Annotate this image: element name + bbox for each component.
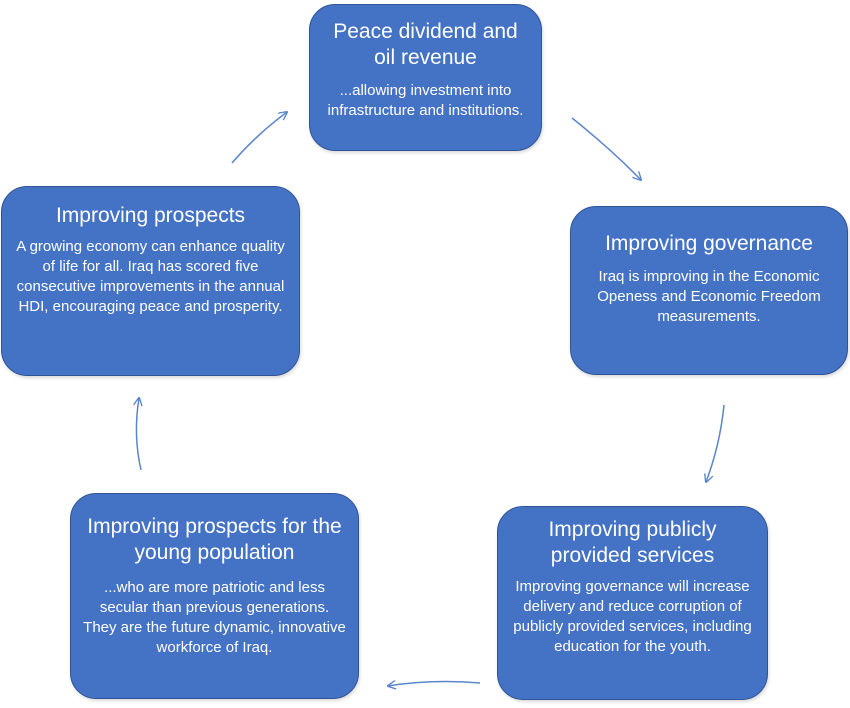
node-body: A growing economy can enhance quality of…: [16, 238, 285, 315]
node-title: Improving prospects: [55, 204, 246, 227]
arrow-young-to-prospects: [136, 398, 141, 471]
arrow-prospects-to-peace: [231, 112, 287, 164]
node-body: ...allowing investment into infrastructu…: [327, 82, 524, 119]
arrow-services-to-young: [388, 682, 481, 686]
node-title: Improving publicly provided services: [548, 518, 717, 567]
arrow-peace-to-governance: [571, 117, 641, 180]
node-body: Improving governance will increase deliv…: [513, 578, 752, 655]
node-governance: Improving governance Iraq is improving i…: [570, 206, 848, 375]
arrow-governance-to-services: [706, 404, 725, 482]
node-peace-dividend: Peace dividend and oil revenue ...allowi…: [309, 4, 542, 151]
node-title: Improving governance: [605, 232, 813, 255]
node-body: ...who are more patriotic and less secul…: [83, 579, 346, 656]
node-title: Peace dividend and oil revenue: [333, 20, 518, 69]
node-title: Improving prospects for the young popula…: [87, 515, 342, 564]
node-body: Iraq is improving in the Economic Openes…: [597, 268, 821, 325]
node-public-services: Improving publicly provided services Imp…: [497, 506, 768, 700]
node-young-population: Improving prospects for the young popula…: [70, 493, 359, 699]
node-prospects: Improving prospects A growing economy ca…: [1, 186, 300, 376]
